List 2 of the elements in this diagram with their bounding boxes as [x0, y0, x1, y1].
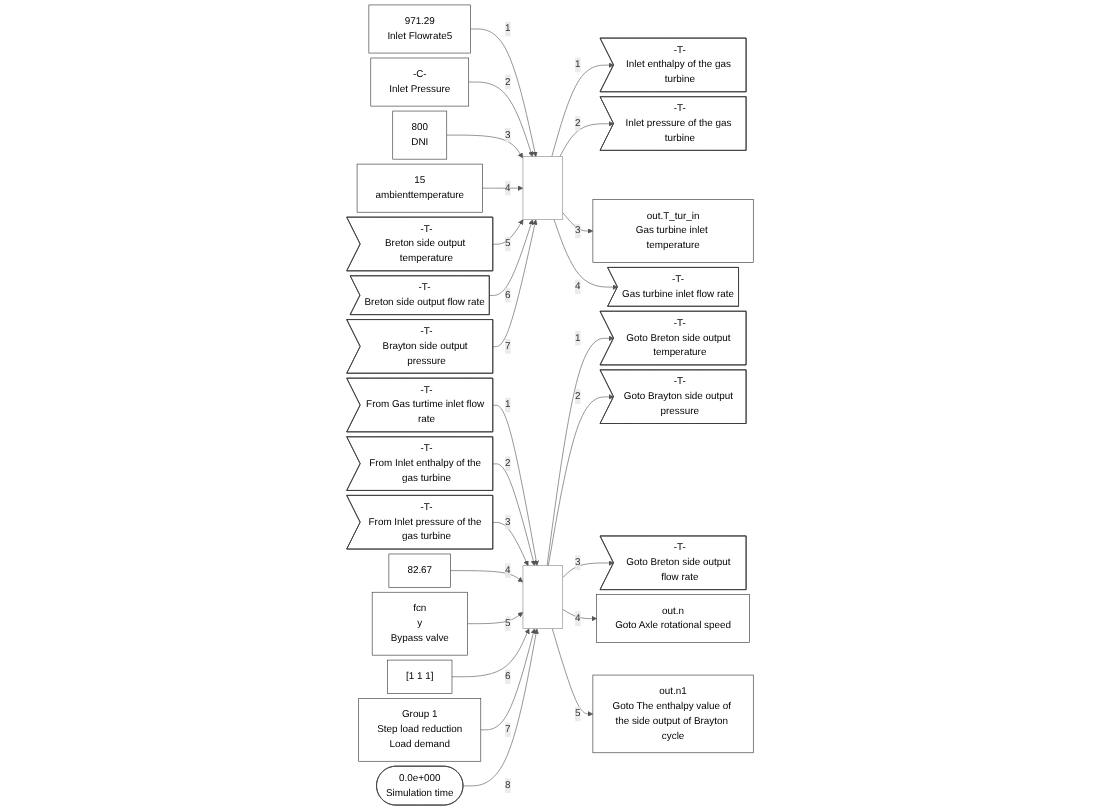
node-box	[522, 565, 563, 629]
node-box	[522, 156, 563, 220]
